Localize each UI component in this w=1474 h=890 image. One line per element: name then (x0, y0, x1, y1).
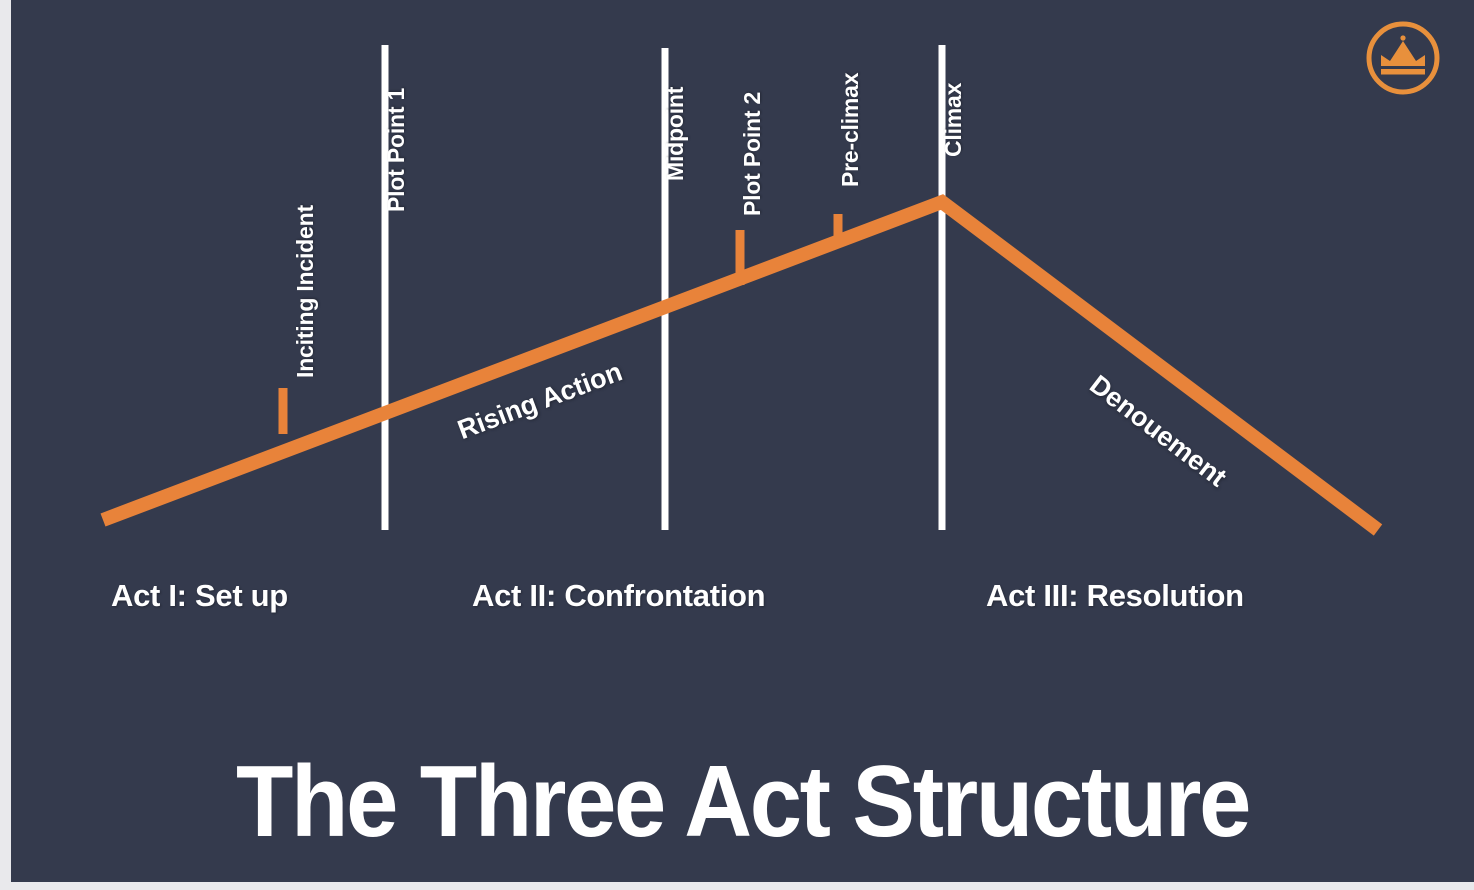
act-3-caption: Act III: Resolution (986, 578, 1244, 613)
crown-logo-icon (1366, 21, 1440, 95)
act-1-caption: Act I: Set up (111, 578, 288, 613)
label-midpoint: Midpoint (662, 86, 688, 181)
label-pre-climax: Pre-climax (837, 72, 863, 187)
act-2-caption: Act II: Confrontation (472, 578, 766, 613)
page-title: The Three Act Structure (235, 746, 1251, 858)
diagram-canvas: Inciting Incident Plot Point 1 Midpoint … (11, 0, 1474, 882)
label-rising-action: Rising Action (453, 356, 627, 446)
label-plot-point-2: Plot Point 2 (739, 91, 765, 216)
label-climax: Climax (940, 82, 966, 157)
label-inciting-incident: Inciting Incident (292, 205, 318, 378)
label-plot-point-1: Plot Point 1 (383, 87, 409, 212)
label-denouement: Denouement (1084, 369, 1233, 493)
